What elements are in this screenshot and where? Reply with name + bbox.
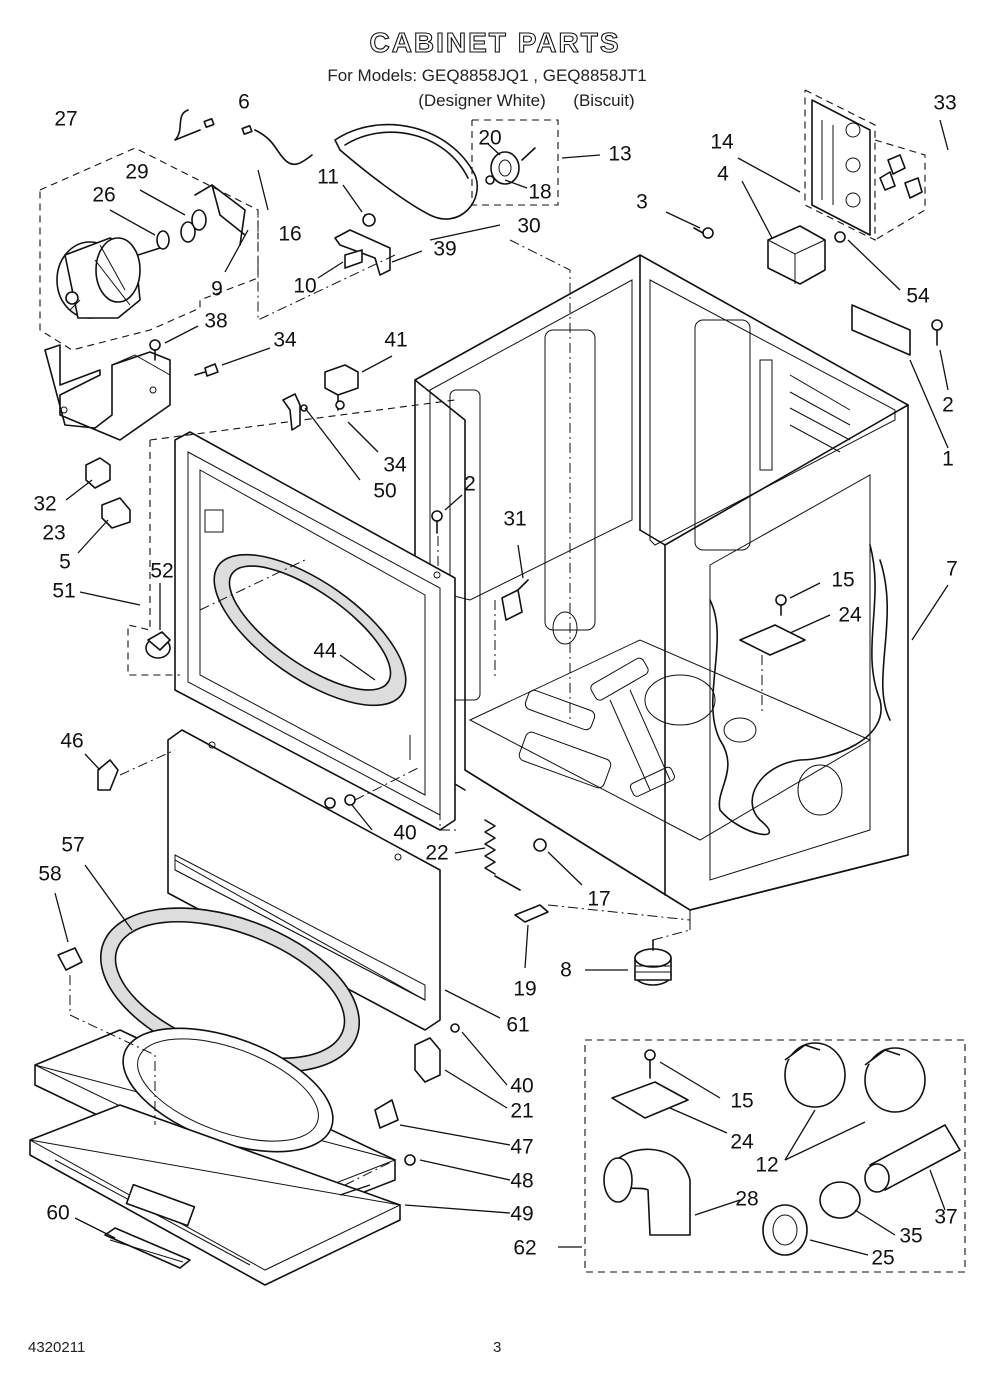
cabinet-leader: [911, 584, 949, 641]
callout-51: 51: [52, 580, 75, 603]
callout-24-kit: 24: [730, 1131, 754, 1154]
callout-6: 6: [238, 91, 250, 114]
callout-47: 47: [510, 1136, 533, 1159]
callout-1: 1: [942, 448, 954, 471]
document-number: 4320211: [28, 1339, 85, 1356]
small-switch-parts: [65, 457, 131, 554]
callout-61: 61: [506, 1014, 529, 1037]
variant-designer-white: (Designer White): [418, 91, 546, 110]
screw-center: [431, 494, 463, 570]
exhaust-kit: [558, 1039, 966, 1273]
page-title: CABINET PARTS: [369, 27, 620, 58]
idler-guide-line: [509, 239, 571, 720]
callout-2-right: 2: [942, 394, 954, 417]
callout-22: 22: [425, 842, 448, 865]
callout-37: 37: [934, 1206, 957, 1229]
front-panel: [79, 399, 460, 831]
idler-pulley: [471, 119, 601, 206]
cabinet-body: [414, 254, 909, 930]
callout-3: 3: [636, 191, 648, 214]
callout-12: 12: [755, 1154, 778, 1177]
callout-32: 32: [33, 493, 56, 516]
callout-40-toe: 40: [393, 822, 416, 845]
callout-38: 38: [204, 310, 227, 333]
cover-plate-inside: [739, 582, 831, 712]
callout-57: 57: [61, 834, 84, 857]
callout-48: 48: [510, 1170, 533, 1193]
motor-assembly: [39, 147, 259, 351]
seal-and-top: [29, 864, 511, 1286]
callout-34-mid: 34: [383, 454, 407, 477]
callout-2-center: 2: [464, 473, 476, 496]
callout-62: 62: [513, 1237, 536, 1260]
callout-40-door: 40: [510, 1075, 533, 1098]
callout-18: 18: [528, 181, 551, 204]
callout-24-cabinet: 24: [838, 604, 862, 627]
spring-and-clips: [454, 819, 691, 969]
callout-23: 23: [42, 522, 65, 545]
callout-25: 25: [871, 1247, 894, 1270]
motor-mount-bracket: [44, 344, 171, 441]
callout-60: 60: [46, 1202, 69, 1225]
callout-15-kit: 15: [730, 1090, 753, 1113]
callout-16: 16: [278, 223, 301, 246]
callout-10: 10: [293, 275, 316, 298]
callout-20: 20: [478, 127, 501, 150]
door-switch-parts: [149, 325, 393, 481]
variant-biscuit: (Biscuit): [573, 91, 634, 110]
callout-19: 19: [513, 978, 536, 1001]
callout-27: 27: [54, 108, 77, 131]
callout-31: 31: [503, 508, 526, 531]
callout-15-cabinet: 15: [831, 569, 854, 592]
callout-30: 30: [517, 215, 540, 238]
callout-28: 28: [735, 1188, 758, 1211]
callout-58: 58: [38, 863, 61, 886]
callout-50: 50: [373, 480, 396, 503]
callout-52: 52: [150, 560, 173, 583]
callout-4: 4: [717, 163, 729, 186]
callout-33: 33: [933, 92, 956, 115]
console-parts: [665, 89, 949, 449]
callout-35: 35: [899, 1225, 922, 1248]
door-catch-bracket: [494, 544, 529, 680]
leveling-leg: [585, 929, 691, 986]
callout-34-top: 34: [273, 329, 297, 352]
callout-5: 5: [59, 551, 71, 574]
callout-46: 46: [60, 730, 83, 753]
page-number: 3: [493, 1339, 501, 1356]
callout-7: 7: [946, 558, 958, 581]
callout-14: 14: [710, 131, 734, 154]
idler-bracket: [257, 184, 423, 321]
toe-panel: [84, 729, 501, 1031]
callout-9: 9: [211, 278, 223, 301]
callout-11: 11: [317, 166, 339, 189]
callout-44: 44: [313, 640, 337, 663]
wire-harnesses: [174, 109, 313, 211]
callout-41: 41: [384, 329, 407, 352]
drive-belt: [334, 123, 501, 241]
callout-54: 54: [906, 285, 930, 308]
callout-labels: 6 27 29 26 16 9 11 10 39 20 18 13 30 3 1…: [33, 91, 958, 1270]
models-line: For Models: GEQ8858JQ1 , GEQ8858JT1: [327, 66, 646, 85]
callout-17: 17: [587, 888, 610, 911]
callout-39: 39: [433, 238, 456, 261]
callout-13: 13: [608, 143, 631, 166]
callout-26: 26: [92, 184, 115, 207]
toe-screws: [324, 767, 419, 831]
callout-49: 49: [510, 1203, 533, 1226]
callout-8: 8: [560, 959, 572, 982]
callout-21: 21: [510, 1100, 533, 1123]
callout-29: 29: [125, 161, 148, 184]
